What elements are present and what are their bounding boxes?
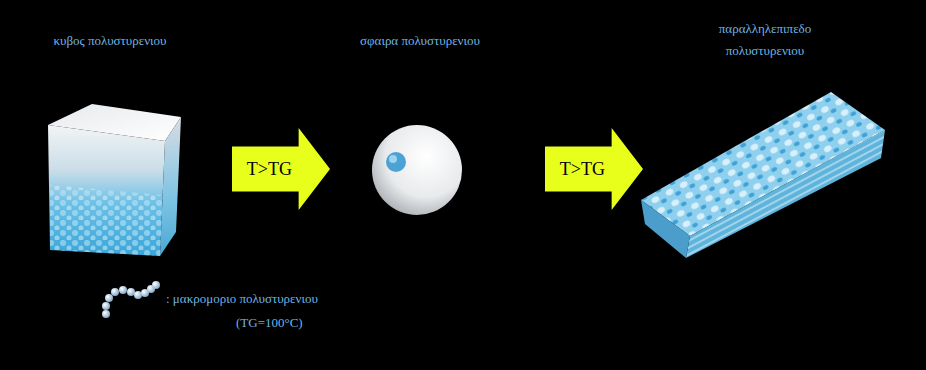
polystyrene-shape: παραλληλεπιπεδο πολυστυρενιου xyxy=(690,18,840,258)
glass-temperature-note: (TG=100°C) xyxy=(236,315,303,331)
shape-heading: σφαιρα πολυστυρενιου xyxy=(335,30,505,52)
condition-label: T>TG xyxy=(560,159,605,180)
polystyrene-shape: σφαιρα πολυστυρενιου xyxy=(335,30,505,220)
shape-heading: κυβος πολυστυρενιου xyxy=(20,30,200,52)
heating-arrow: T>TG xyxy=(545,128,643,210)
shape-heading: παραλληλεπιπεδο πολυστυρενιου xyxy=(690,18,840,62)
condition-label: T>TG xyxy=(247,159,292,180)
polystyrene-shape: κυβος πολυστυρενιου xyxy=(20,30,200,260)
heating-arrow: T>TG xyxy=(232,128,330,210)
legend-text: : μακρομοριο πολυστυρενιου xyxy=(166,291,318,307)
